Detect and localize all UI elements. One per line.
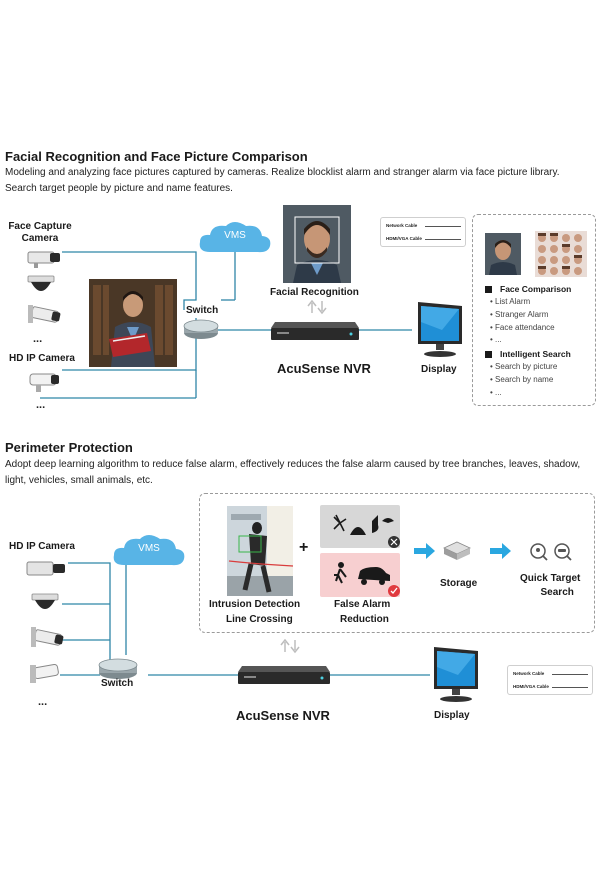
square-bullet-icon (485, 286, 492, 293)
section1-title: Facial Recognition and Face Picture Comp… (5, 149, 308, 164)
display-label: Display (421, 364, 457, 375)
false-alarm-label-line2: Reduction (340, 614, 389, 625)
intelligent-search-heading: Intelligent Search (500, 349, 571, 359)
dome-camera-icon (30, 592, 60, 616)
facial-recognition-label: Facial Recognition (270, 287, 359, 298)
vms-cloud-icon: VMS (110, 533, 188, 569)
true-alarm-targets (320, 553, 400, 597)
face-item-stranger-alarm: • Stranger Alarm (490, 310, 549, 319)
section1-desc-line2: Search target people by picture and name… (5, 183, 233, 194)
face-library-grid (535, 231, 587, 277)
face-item-list-alarm: • List Alarm (490, 297, 531, 306)
section2-desc-line1: Adopt deep learning algorithm to reduce … (5, 459, 581, 470)
nvr-label: AcuSense NVR (277, 361, 371, 376)
search-item-picture: • Search by picture (490, 362, 558, 371)
bullet-camera-icon (22, 303, 62, 329)
legend-hdmi-cable: HDMI/VGA Cable (386, 236, 422, 241)
legend-network-cable: Network Cable (386, 223, 418, 228)
reading-person-photo (89, 279, 177, 367)
search-item-name: • Search by name (490, 375, 554, 384)
bullet-camera-icon (22, 248, 62, 270)
face-item-attendance: • Face attendance (490, 323, 555, 332)
intrusion-photo (227, 506, 294, 596)
hd-ip-camera-label: HD IP Camera (9, 353, 75, 364)
display-label: Display (434, 710, 470, 721)
legend-network-cable: Network Cable (513, 671, 545, 676)
search-item-more: • ... (490, 388, 502, 397)
sync-arrows-icon (306, 299, 328, 316)
bullet-camera-icon (28, 661, 64, 687)
legend-network-line (425, 226, 461, 227)
vms-label: VMS (224, 230, 246, 241)
arrow-right-icon (414, 542, 436, 560)
vms-cloud-icon: VMS (196, 220, 274, 256)
monitor-icon (412, 300, 464, 358)
monitor-icon (428, 645, 480, 703)
hd-ip-camera-label: HD IP Camera (9, 541, 75, 552)
vms-label: VMS (138, 543, 160, 554)
camera-ellipsis: ... (36, 399, 46, 411)
face-capture-camera-label: Face Capture Camera (8, 221, 72, 244)
face-item-more: • ... (490, 335, 502, 344)
cable-legend: Network Cable HDMI/VGA Cable (380, 217, 466, 247)
legend-hdmi-line (425, 239, 461, 240)
false-alarm-sources (320, 505, 400, 548)
section1-desc-line1: Modeling and analyzing face pictures cap… (5, 167, 560, 178)
bullet-camera-icon (25, 625, 65, 653)
switch-label: Switch (101, 678, 134, 689)
legend-hdmi-cable: HDMI/VGA Cable (513, 684, 549, 689)
section2-desc-line2: light, vehicles, small animals, etc. (5, 475, 153, 486)
face-comparison-heading: Face Comparison (500, 284, 572, 294)
quick-target-line2: Search (540, 587, 574, 598)
arrow-right-icon (490, 542, 512, 560)
nvr-icon (238, 664, 330, 686)
section2-title: Perimeter Protection (5, 440, 133, 455)
plus-sign: + (299, 539, 309, 556)
nvr-label: AcuSense NVR (236, 708, 330, 723)
quick-target-line1: Quick Target (520, 573, 581, 584)
switch-label: Switch (186, 305, 219, 316)
result-panel: Face Comparison • List Alarm • Stranger … (472, 214, 596, 406)
storage-icon (442, 540, 472, 562)
false-alarm-label-line1: False Alarm (334, 599, 391, 610)
camera-ellipsis: ... (38, 696, 48, 708)
intrusion-label-line1: Intrusion Detection (209, 599, 301, 610)
sync-arrows-icon (279, 638, 301, 655)
analytics-panel (199, 493, 595, 633)
box-camera-icon (25, 557, 67, 581)
captured-face-thumb (485, 233, 521, 275)
switch-icon (98, 656, 138, 680)
face-photo (283, 205, 351, 283)
square-bullet-icon (485, 351, 492, 358)
dome-camera-icon (26, 274, 56, 298)
intrusion-label-line2: Line Crossing (226, 614, 293, 625)
quick-target-search-label: Quick Target Search (520, 572, 580, 600)
search-icon (526, 541, 576, 563)
camera-ellipsis: ... (33, 333, 43, 345)
legend-network-line (552, 674, 588, 675)
switch-icon (183, 318, 219, 340)
storage-label: Storage (440, 578, 478, 589)
nvr-icon (271, 320, 359, 342)
cable-legend: Network Cable HDMI/VGA Cable (507, 665, 593, 695)
bullet-camera-icon (26, 370, 62, 394)
legend-hdmi-line (552, 687, 588, 688)
